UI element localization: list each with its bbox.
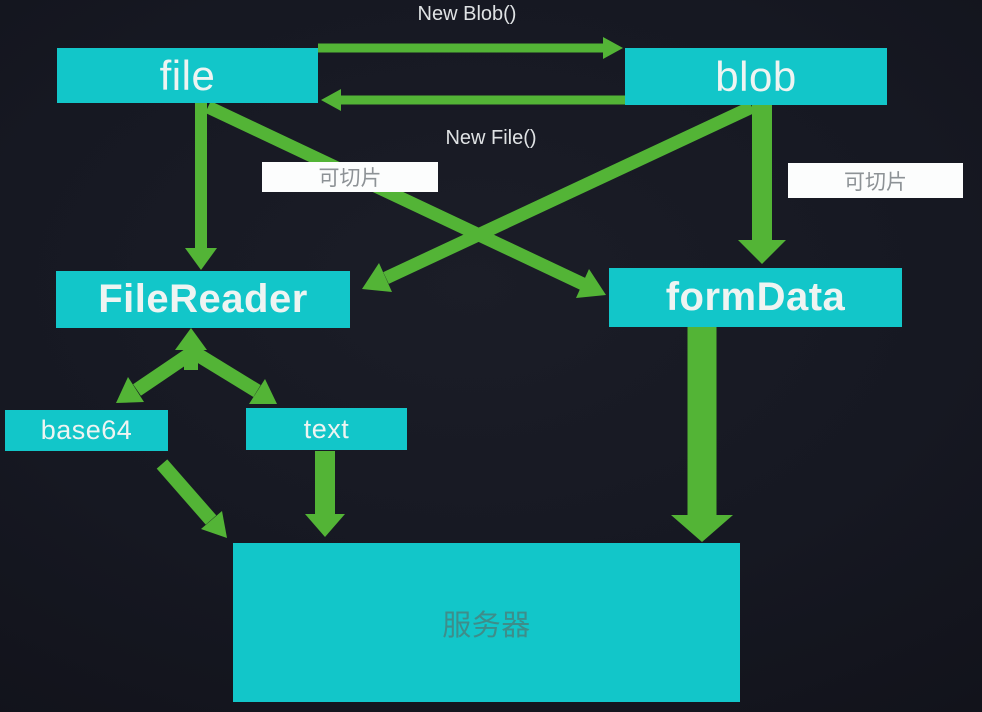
node-file: file: [57, 48, 318, 103]
node-server: 服务器: [233, 543, 740, 702]
arrow-file-to-filereader: [185, 103, 217, 270]
arrow-base64-to-server: [156, 459, 227, 538]
arrow-text-to-server: [305, 451, 345, 537]
sliceable-badge-file: 可切片: [262, 162, 438, 192]
arrow-blob-to-formdata: [738, 105, 786, 264]
node-text: text: [246, 408, 407, 450]
node-formdata: formData: [609, 268, 902, 327]
node-base64: base64: [5, 410, 168, 451]
edge-label-new-file: New File(): [445, 127, 537, 149]
arrow-base64-to-filereader-head: [175, 328, 207, 370]
arrow-file-to-formdata: [205, 101, 606, 298]
sliceable-badge-blob: 可切片: [788, 163, 963, 198]
arrow-blob-to-file: [321, 89, 625, 111]
arrow-blob-to-filereader: [362, 101, 755, 292]
arrow-file-to-blob: [318, 37, 623, 59]
node-blob: blob: [625, 48, 887, 105]
node-filereader: FileReader: [56, 271, 350, 328]
arrow-formdata-to-server: [671, 327, 733, 542]
edge-label-new-blob: New Blob(): [417, 3, 517, 25]
arrow-filereader-to-base64: [116, 346, 197, 403]
arrow-filereader-to-text: [186, 344, 277, 404]
